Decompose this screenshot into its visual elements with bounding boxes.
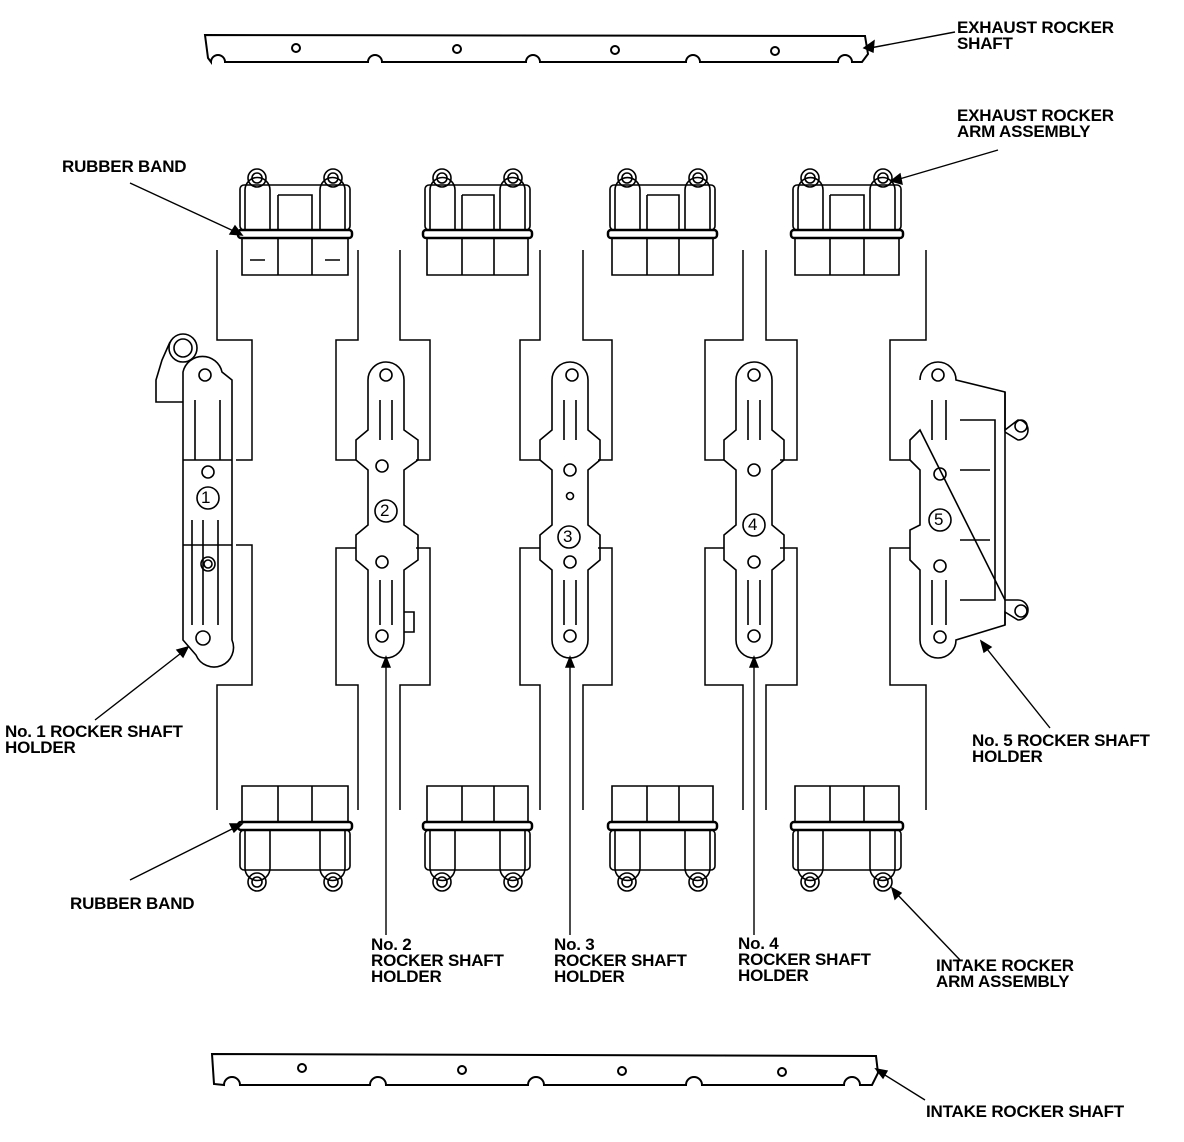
holder-number-4: 4 (748, 515, 758, 534)
exhaust-rocker-shaft (203, 33, 870, 65)
holder-number-3: 3 (563, 527, 573, 546)
holder-number-5: 5 (934, 510, 944, 529)
exhaust-rocker-arm-group (236, 168, 905, 276)
intake-rocker-arm-1 (236, 785, 354, 892)
intake-rocker-shaft (210, 1052, 880, 1087)
label-intake-rocker-shaft: INTAKE ROCKER SHAFT (926, 1102, 1124, 1121)
label-exhaust-rocker-arm-assembly: EXHAUST ROCKER ARM ASSEMBLY (957, 106, 1114, 141)
exhaust-rocker-arm-1 (236, 168, 354, 276)
rocker-shaft-holder-3 (539, 361, 601, 659)
exhaust-rocker-arm-2 (421, 168, 534, 276)
label-holder-5: No. 5 ROCKER SHAFT HOLDER (972, 731, 1150, 766)
rocker-shaft-holder-4 (723, 361, 785, 659)
label-holder-2: No. 2 ROCKER SHAFT HOLDER (371, 935, 504, 986)
intake-rocker-arm-3 (606, 785, 719, 892)
intake-rocker-arm-4 (789, 785, 905, 892)
label-holder-3: No. 3 ROCKER SHAFT HOLDER (554, 935, 687, 986)
label-exhaust-rocker-shaft: EXHAUST ROCKER SHAFT (957, 18, 1114, 53)
label-rubber-band-top: RUBBER BAND (62, 157, 187, 176)
leader-lines (94, 31, 1051, 1101)
rocker-shaft-holder-1 (155, 333, 235, 668)
label-rubber-band-bottom: RUBBER BAND (70, 894, 195, 913)
rocker-shaft-holder-2 (355, 361, 419, 659)
label-intake-rocker-arm-assembly: INTAKE ROCKER ARM ASSEMBLY (936, 956, 1074, 991)
label-holder-1: No. 1 ROCKER SHAFT HOLDER (5, 722, 183, 757)
holder-number-2: 2 (380, 501, 390, 520)
intake-rocker-arm-2 (421, 785, 534, 892)
intake-rocker-arm-group (236, 785, 905, 892)
exhaust-rocker-arm-4 (789, 168, 905, 276)
exhaust-rocker-arm-3 (606, 168, 719, 276)
assembly-tray-outlines (216, 250, 927, 810)
label-holder-4: No. 4 ROCKER SHAFT HOLDER (738, 934, 871, 985)
rocker-shaft-holder-5 (909, 361, 1029, 659)
holder-number-1: 1 (201, 488, 211, 507)
